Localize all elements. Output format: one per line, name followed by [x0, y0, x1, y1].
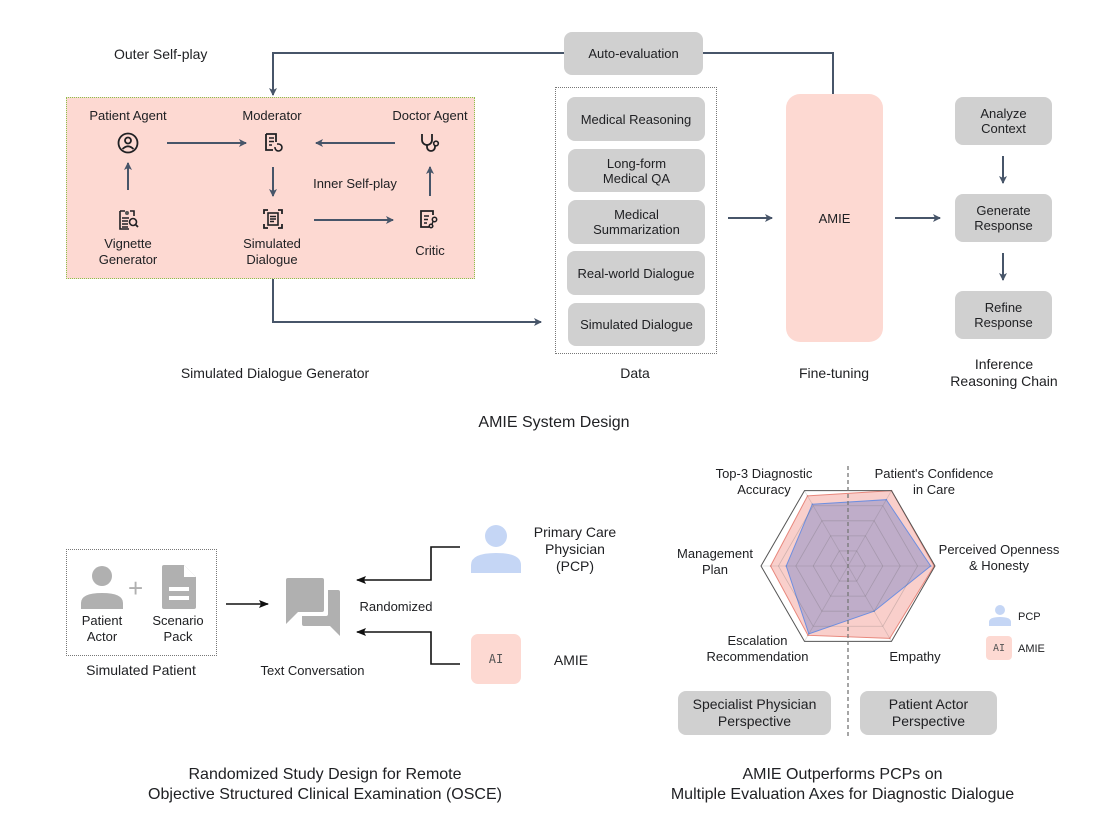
point-pcp-1: [885, 498, 888, 501]
arrow-pcp-to-conversation: [356, 546, 460, 584]
legend-amie-label: AMIE: [1018, 643, 1045, 655]
point-amie-4: [807, 634, 809, 637]
text-conversation-icon: [286, 578, 340, 636]
results-title: AMIE Outperforms PCPs on Multiple Evalua…: [670, 766, 1015, 803]
simulated-patient-caption: Simulated Patient: [86, 662, 196, 678]
outer-self-play-label: Outer Self-play: [114, 46, 208, 62]
radar-spoke-1: [847, 490, 892, 567]
patient-perspective-box: Patient Actor Perspective: [860, 691, 997, 735]
radar-spoke-0: [804, 490, 849, 567]
auto-evaluation-box: Auto-evaluation: [564, 32, 703, 75]
inner-self-play-label: Inner Self-play: [313, 176, 397, 191]
radar-outer-hexagon: [760, 490, 936, 642]
radar-grid-ring-2: [812, 535, 884, 597]
plus-sign: +: [128, 573, 144, 603]
specialist-perspective-box: Specialist Physician Perspective: [678, 691, 831, 735]
amie-label: AMIE: [553, 652, 589, 668]
fine-tuning-caption: Fine-tuning: [798, 365, 870, 381]
axis-label-patient-confidence: Patient's Confidence in Care: [874, 466, 994, 497]
vignette-generator-label: Vignette Generator: [98, 236, 158, 267]
scenario-pack-label: Scenario Pack: [152, 613, 204, 644]
inference-step-refine-response: Refine Response: [955, 291, 1052, 339]
data-item-simulated-dialogue: Simulated Dialogue: [568, 303, 705, 346]
stethoscope-icon: [421, 134, 440, 152]
patient-actor-icon: [81, 566, 123, 609]
radar-grid-ring-1: [830, 550, 866, 582]
point-pcp-2: [929, 565, 932, 567]
simulated-dialogue-generator-caption: Simulated Dialogue Generator: [180, 365, 370, 381]
simulated-dialogue-generator-panel: [66, 97, 475, 279]
axis-label-empathy: Empathy: [889, 649, 941, 664]
inference-step-generate-response: Generate Response: [955, 194, 1052, 242]
legend-pcp-label: PCP: [1018, 611, 1041, 623]
simulated-dialogue-label: Simulated Dialogue: [243, 236, 301, 267]
axis-label-escalation: Escalation Recommendation: [706, 633, 809, 664]
point-pcp-3: [873, 610, 875, 613]
radar-grid-ring-4: [777, 505, 919, 627]
amie-model-block: AMIE: [786, 94, 883, 342]
simulated-patient-panel: [66, 549, 217, 656]
data-item-real-world-dialogue: Real-world Dialogue: [567, 251, 705, 295]
arrow-generator-to-data: [272, 279, 542, 326]
outer-loop-connector: [703, 52, 834, 94]
amie-model-label: AMIE: [818, 210, 851, 226]
data-item-medical-reasoning: Medical Reasoning: [567, 97, 705, 141]
point-amie-5: [769, 565, 772, 567]
data-caption: Data: [620, 365, 650, 381]
radar-spoke-4: [804, 565, 849, 642]
point-pcp-4: [808, 633, 810, 635]
point-amie-3: [888, 637, 891, 640]
radar-spoke-3: [847, 565, 892, 642]
randomized-label: Randomized: [359, 599, 433, 614]
amie-ai-badge: AI: [471, 634, 521, 684]
axis-label-management-plan: Management Plan: [677, 546, 753, 577]
legend-ai-text: AI: [992, 642, 1006, 654]
patient-actor-label: Patient Actor: [81, 613, 123, 644]
vignette-generator-icon: [119, 210, 139, 230]
ai-badge-text: AI: [488, 652, 504, 666]
legend-amie-badge: AI: [986, 636, 1012, 660]
legend-pcp-icon: [989, 605, 1011, 626]
data-item-medical-summarization: Medical Summarization: [568, 200, 705, 244]
simulated-dialogue-icon: [263, 209, 283, 229]
pcp-label: Primary Care Physician (PCP): [533, 524, 617, 574]
pcp-icon: [471, 525, 521, 573]
scenario-pack-icon: [162, 565, 196, 609]
critic-icon: [420, 210, 438, 229]
axis-label-openness-honesty: Perceived Openness & Honesty: [938, 542, 1060, 573]
outer-loop-arrow: [269, 52, 565, 96]
critic-label: Critic: [415, 243, 445, 258]
study-design-title: Randomized Study Design for Remote Objec…: [148, 766, 502, 803]
moderator-label: Moderator: [242, 108, 302, 123]
patient-agent-icon: [117, 132, 139, 154]
data-panel: [555, 87, 717, 354]
arrow-amie-to-conversation: [356, 628, 460, 665]
radar-grid-ring-3: [795, 520, 901, 612]
data-item-long-form-qa: Long-form Medical QA: [568, 149, 705, 192]
text-conversation-caption: Text Conversation: [260, 663, 365, 678]
moderator-icon: [265, 133, 283, 152]
point-pcp-5: [785, 565, 788, 567]
point-pcp-0: [811, 503, 814, 506]
inference-caption: Inference Reasoning Chain: [950, 356, 1058, 389]
doctor-agent-label: Doctor Agent: [392, 108, 468, 123]
inference-step-analyze-context: Analyze Context: [955, 97, 1052, 145]
axis-label-top3-accuracy: Top-3 Diagnostic Accuracy: [715, 466, 813, 497]
point-amie-0: [806, 495, 809, 497]
system-design-title: AMIE System Design: [478, 414, 630, 431]
series-pcp-area: [785, 499, 932, 635]
patient-agent-label: Patient Agent: [89, 108, 167, 123]
